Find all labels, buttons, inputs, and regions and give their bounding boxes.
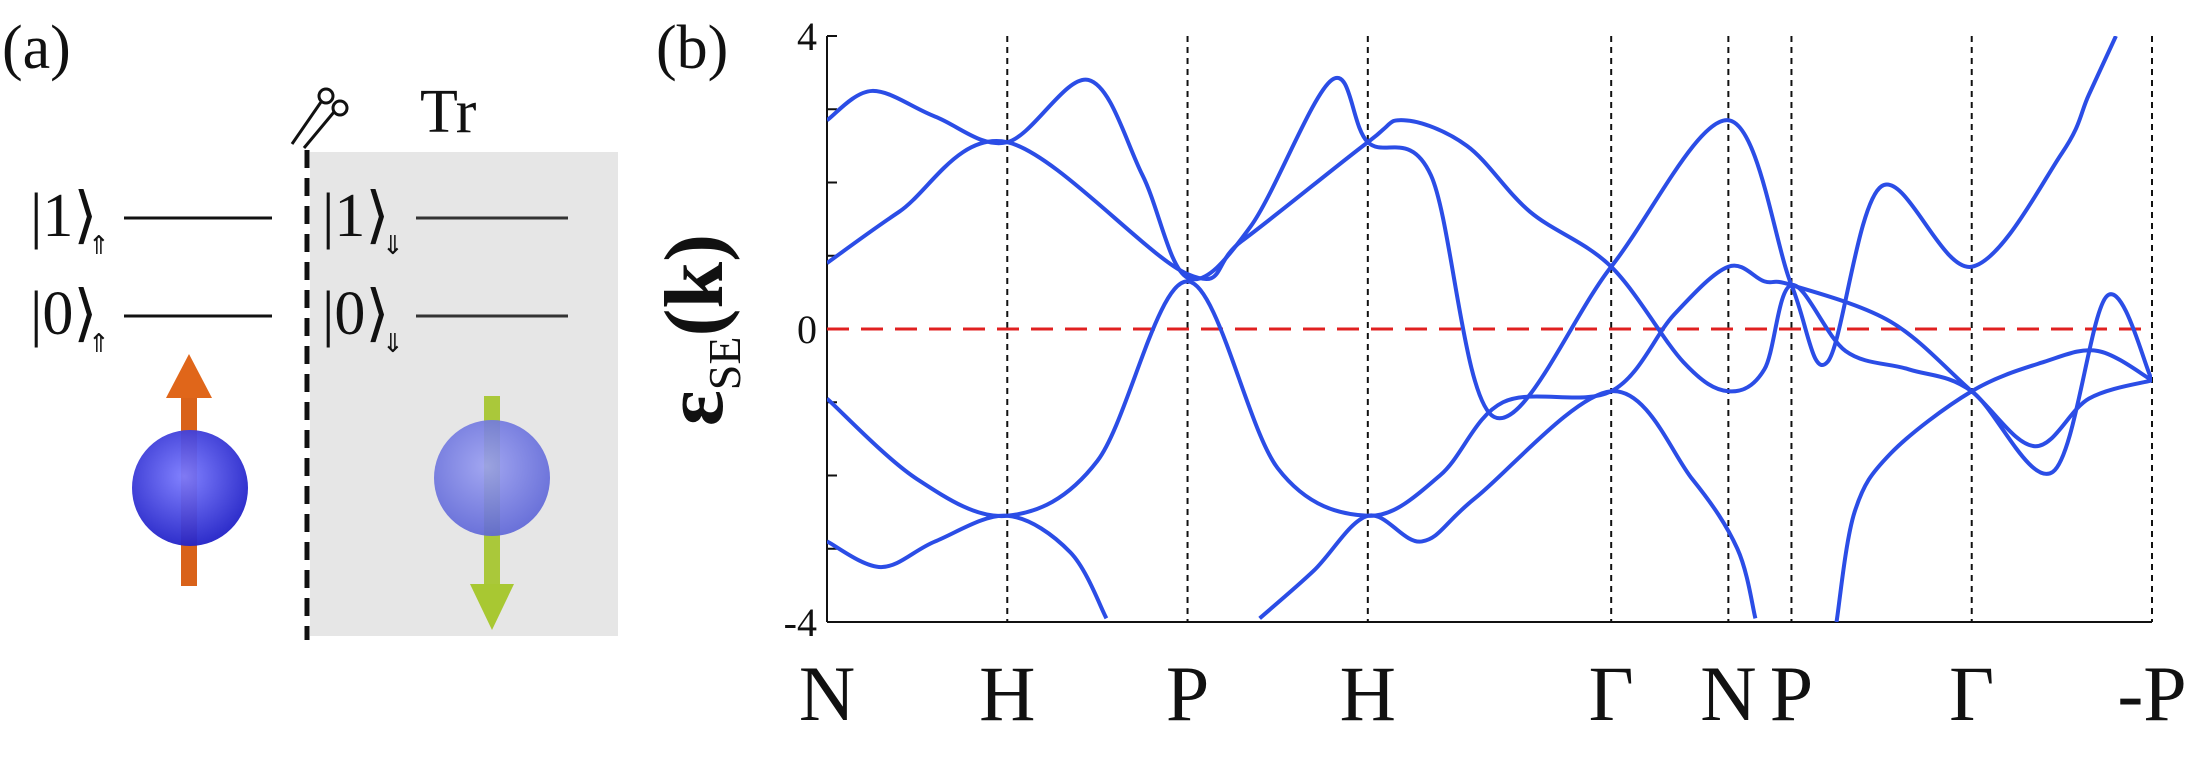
- spin-down-sphere: [434, 420, 550, 536]
- spin-up-particle: [132, 354, 248, 586]
- panel-b-label: (b): [656, 14, 728, 82]
- k-point-label: H: [979, 650, 1035, 737]
- y-tick-label: 0: [797, 307, 817, 352]
- panel-a-label: (a): [2, 14, 71, 82]
- left-ket-0: |0⟩: [30, 280, 98, 348]
- y-axis-label-subscript: SE: [699, 337, 750, 391]
- right-ket-1-spin: ⇓: [382, 231, 404, 261]
- spin-up-arrow-head-icon: [166, 354, 212, 398]
- y-axis-label: εSE(k): [648, 234, 750, 426]
- spin-down-arrow-head-icon: [470, 584, 514, 630]
- k-point-label: P: [1166, 650, 1209, 737]
- left-ket-1: |1⟩: [30, 182, 98, 250]
- k-point-label: H: [1340, 650, 1396, 737]
- panel-a: (a) Tr |1⟩ ⇑ |0⟩ ⇑ |1⟩ ⇓ |0⟩ ⇓: [2, 14, 618, 640]
- bands: [827, 36, 2152, 622]
- left-ket-0-spin: ⇑: [88, 329, 110, 359]
- scissors-icon: [290, 87, 349, 149]
- band-line: [827, 118, 2152, 476]
- band-line: [827, 513, 1109, 620]
- right-ket-1: |1⟩: [322, 182, 390, 250]
- traced-region-shade: [310, 152, 618, 636]
- left-energy-levels: |1⟩ ⇑ |0⟩ ⇑: [30, 182, 272, 359]
- k-point-label: N: [1700, 650, 1756, 737]
- spin-up-sphere: [132, 430, 248, 546]
- k-point-label: P: [1770, 650, 1813, 737]
- band-line: [827, 263, 2152, 519]
- k-point-label: -P: [2117, 650, 2186, 737]
- k-point-label: Γ: [1949, 650, 1994, 737]
- y-tick-label: 4: [797, 14, 817, 59]
- y-axis-label-symbol: ε: [648, 390, 741, 426]
- spin-down-particle: [434, 396, 550, 630]
- y-tick-label: -4: [784, 600, 817, 645]
- k-point-label: N: [799, 650, 855, 737]
- right-energy-levels: |1⟩ ⇓ |0⟩ ⇓: [322, 182, 568, 359]
- band-line: [1258, 389, 1758, 620]
- y-axis-label-text: εSE(k): [648, 234, 750, 426]
- left-ket-1-spin: ⇑: [88, 231, 110, 261]
- partial-trace-label: Tr: [420, 78, 477, 146]
- k-point-label: Γ: [1589, 650, 1634, 737]
- y-axis-label-argument: (k): [648, 234, 741, 337]
- band-line: [827, 36, 2118, 421]
- band-line: [1834, 348, 2152, 622]
- right-ket-0: |0⟩: [322, 280, 390, 348]
- right-ket-0-spin: ⇓: [382, 329, 404, 359]
